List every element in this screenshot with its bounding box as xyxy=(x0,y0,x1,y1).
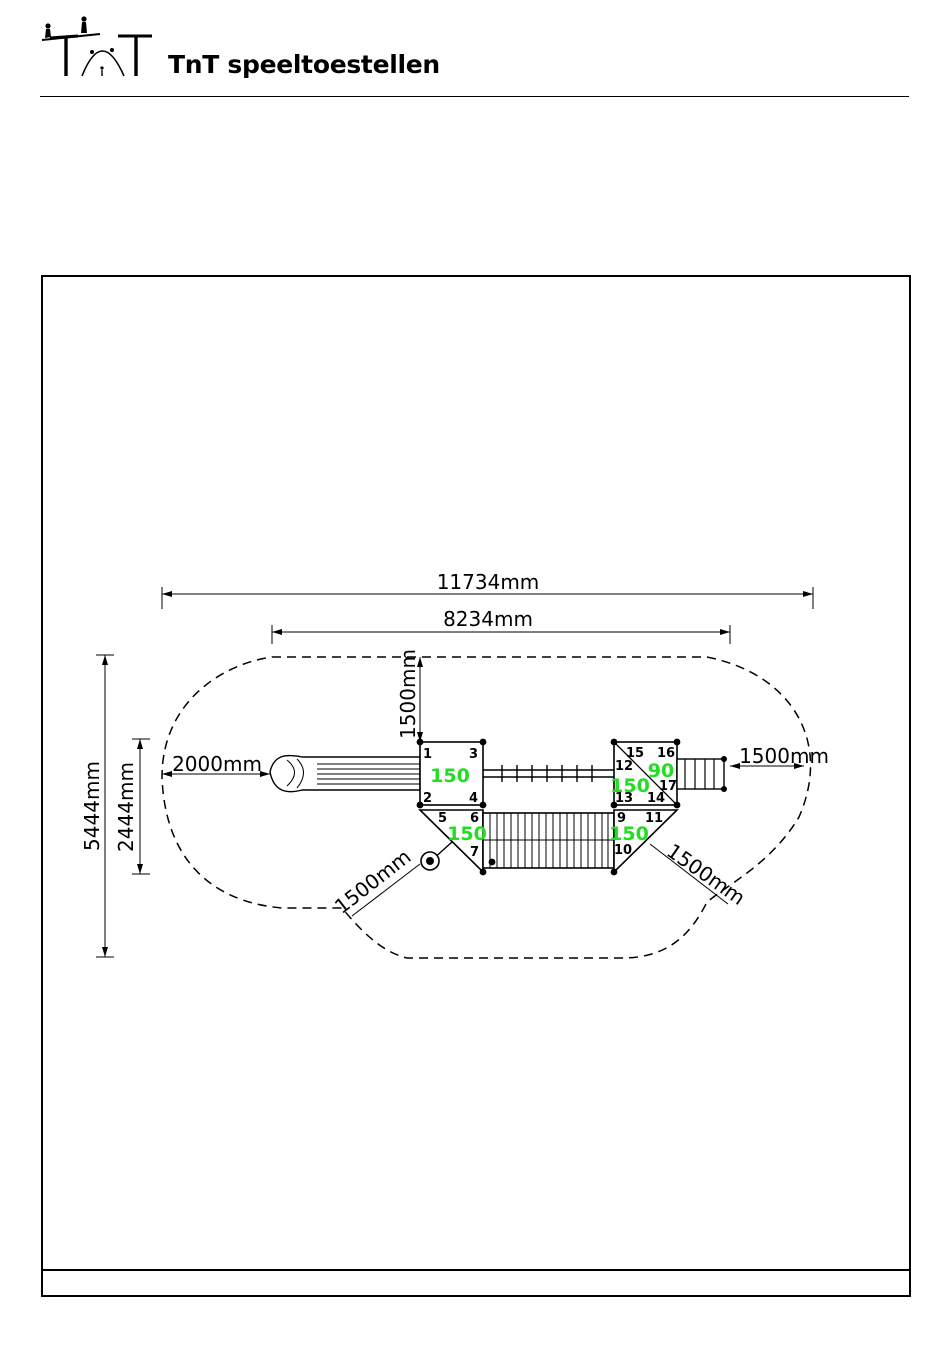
playground-plan-diagram: 11734mm 8234mm 5444mm 2444mm 2000mm xyxy=(43,277,909,1271)
dimension-slide-clearance-label: 2000mm xyxy=(172,752,262,776)
post-label: 16 xyxy=(657,746,675,761)
dimension-right-clearance-label: 1500mm xyxy=(739,744,829,768)
dimension-overall-width: 11734mm xyxy=(162,570,813,609)
dimension-bottom-right-clearance: 1500mm xyxy=(650,839,750,910)
dimension-overall-depth: 5444mm xyxy=(80,655,114,957)
title-block-strip xyxy=(43,1269,909,1295)
dimension-right-clearance: 1500mm xyxy=(730,744,829,769)
dimension-top-clearance: 1500mm xyxy=(396,649,423,742)
ladder-bridge xyxy=(483,765,614,782)
brand-name: TnT speeltoestellen xyxy=(168,50,440,79)
post-label: 1 xyxy=(423,747,432,762)
post-label: 4 xyxy=(469,791,478,806)
dimension-slide-clearance: 2000mm xyxy=(162,752,270,777)
slide xyxy=(270,756,420,792)
post-label: 12 xyxy=(615,759,633,774)
dimension-bottom-right-clearance-label: 1500mm xyxy=(662,839,749,910)
safety-zone-outline xyxy=(162,657,811,958)
tnt-logo-icon xyxy=(40,14,155,80)
post-label: 7 xyxy=(470,845,479,860)
right-triangle-height-label: 150 xyxy=(609,823,649,845)
dimension-overall-width-label: 11734mm xyxy=(437,570,540,594)
page-header: TnT speeltoestellen xyxy=(0,0,950,100)
dimension-overall-depth-label: 5444mm xyxy=(80,761,104,851)
right-tower-height-label-b: 90 xyxy=(648,760,674,782)
post-label: 5 xyxy=(438,811,447,826)
post-label: 15 xyxy=(626,746,644,761)
left-triangle-height-label: 150 xyxy=(447,823,487,845)
dimension-inner-width-label: 8234mm xyxy=(443,607,533,631)
header-divider xyxy=(40,96,909,97)
dimension-top-clearance-label: 1500mm xyxy=(396,649,420,739)
right-tower-height-label-a: 150 xyxy=(610,775,650,797)
dimension-equipment-depth: 2444mm xyxy=(114,739,150,874)
dimension-bottom-left-clearance-label: 1500mm xyxy=(330,844,416,918)
entry-ladder xyxy=(677,756,727,792)
post-label: 10 xyxy=(614,843,632,858)
dimension-bottom-left-clearance: 1500mm xyxy=(330,844,420,918)
post-label: 2 xyxy=(423,791,432,806)
post-label: 3 xyxy=(469,747,478,762)
dimension-equipment-depth-label: 2444mm xyxy=(114,762,138,852)
dimension-inner-width: 8234mm xyxy=(272,607,730,644)
steering-wheel-icon xyxy=(421,842,452,870)
log-bridge xyxy=(483,813,614,868)
left-tower-height-label: 150 xyxy=(430,765,470,787)
drawing-frame: 11734mm 8234mm 5444mm 2444mm 2000mm xyxy=(41,275,911,1297)
